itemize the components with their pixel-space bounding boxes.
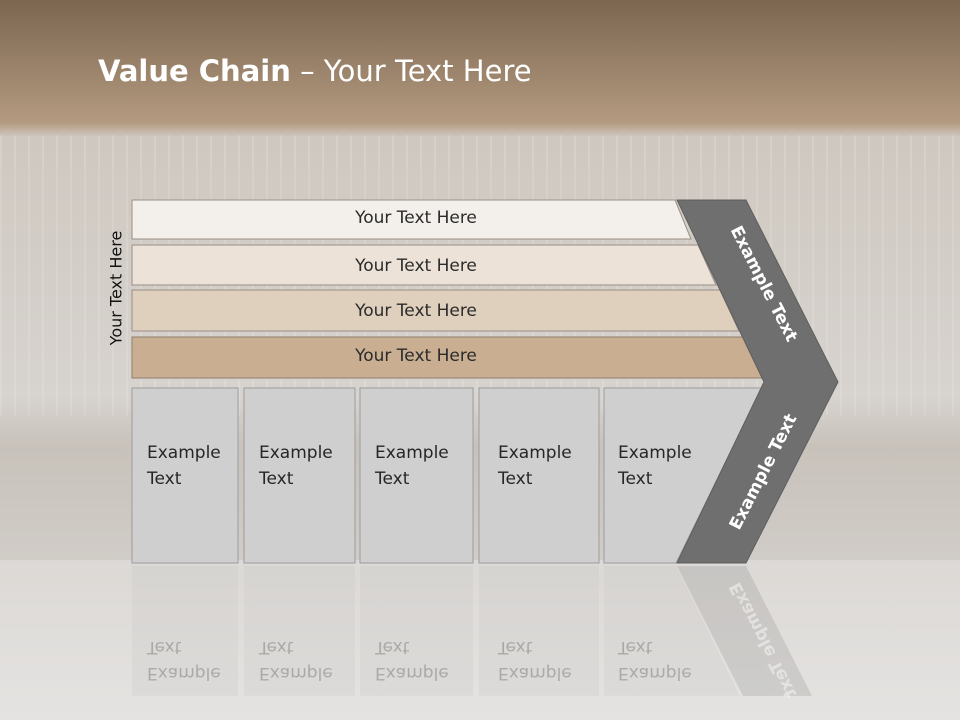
activity-box-2[interactable] (243, 387, 356, 564)
box-1-line-1: Example (147, 443, 221, 463)
box-2-line-1: Example (259, 443, 333, 463)
activity-box-4[interactable] (478, 387, 600, 564)
box-5-line-2: Text (618, 469, 653, 489)
activity-box-3[interactable] (359, 387, 474, 564)
box-4-line-2: Text (498, 469, 533, 489)
box-3-line-2: Text (375, 469, 410, 489)
reflection (132, 566, 812, 696)
box-label-1: Example Text (147, 440, 221, 492)
row-label-4: Your Text Here (355, 346, 477, 366)
activity-box-1[interactable] (131, 387, 239, 564)
row-band-2[interactable] (131, 244, 717, 286)
box-label-4: Example Text (498, 440, 572, 492)
box-label-2: Example Text (259, 440, 333, 492)
slide-title: Value Chain – Your Text Here (98, 54, 532, 88)
title-rest: – Your Text Here (290, 54, 532, 88)
margin-chevron[interactable] (676, 199, 839, 564)
row-label-1: Your Text Here (355, 208, 477, 228)
box-1-line-2: Text (147, 469, 182, 489)
row-band-3[interactable] (131, 289, 740, 332)
box-2-line-2: Text (259, 469, 294, 489)
activity-box-5[interactable] (603, 387, 763, 564)
box-label-5: Example Text (618, 440, 692, 492)
box-3-line-1: Example (375, 443, 449, 463)
box-4-line-1: Example (498, 443, 572, 463)
box-label-3: Example Text (375, 440, 449, 492)
title-bold: Value Chain (98, 54, 291, 88)
row-band-1[interactable] (131, 199, 692, 240)
row-label-2: Your Text Here (355, 256, 477, 276)
row-label-3: Your Text Here (355, 301, 477, 321)
box-5-line-1: Example (618, 443, 692, 463)
